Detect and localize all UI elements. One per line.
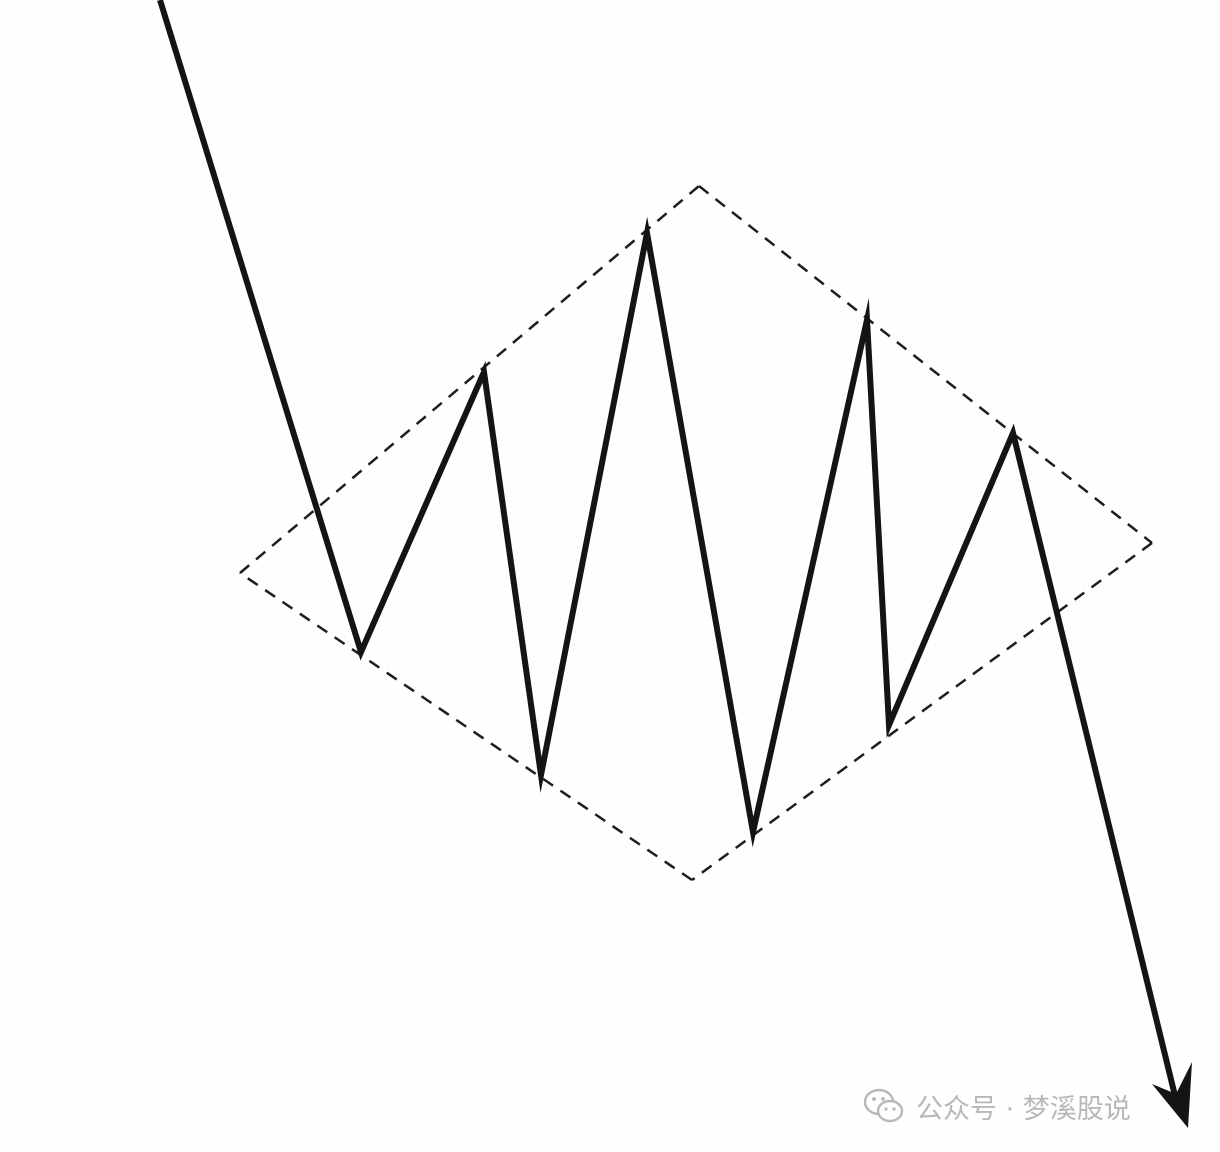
price-path-line: [157, 0, 1181, 1109]
watermark-text: 公众号 · 梦溪股说: [916, 1093, 1131, 1125]
boundary-lower-right-line: [691, 541, 1153, 882]
boundary-lower-left-line: [239, 571, 693, 882]
breakdown-arrow-head: [1152, 1062, 1192, 1128]
diamond-boundary: [239, 185, 1153, 882]
boundary-upper-left-line: [239, 185, 700, 574]
boundary-upper-right-line: [698, 185, 1153, 544]
watermark: 公众号 · 梦溪股说: [862, 1084, 1131, 1128]
wechat-icon: [863, 1088, 904, 1123]
